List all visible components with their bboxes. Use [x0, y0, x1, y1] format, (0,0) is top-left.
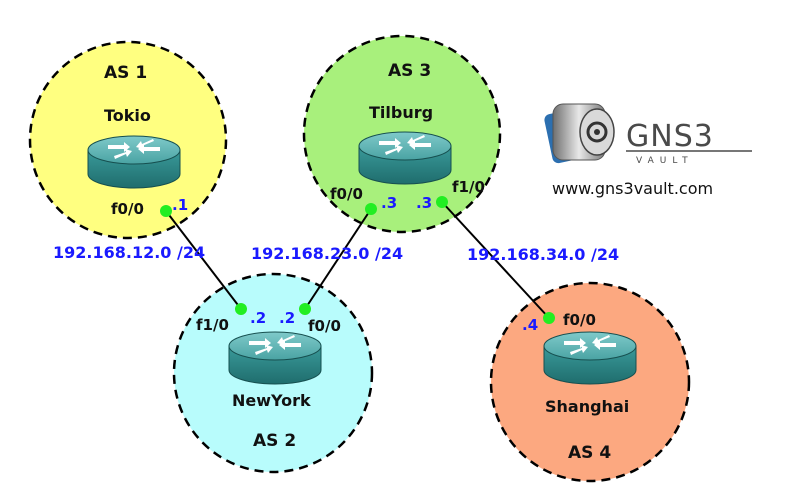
newyork-f10-label: f1/0: [196, 316, 229, 334]
router-tokio-name: Tokio: [104, 106, 151, 125]
shanghai-ip-label: .4: [522, 316, 538, 334]
endpoint-tilburg-f00[interactable]: [365, 203, 377, 215]
vault-url[interactable]: www.gns3vault.com: [552, 179, 713, 198]
tokio-f00-label: f0/0: [111, 200, 144, 218]
tilburg-f10-label: f1/0: [452, 178, 485, 196]
logo-subtitle: VAULT: [636, 156, 694, 166]
router-shanghai-name: Shanghai: [545, 397, 629, 416]
link-tilburg-shanghai: [441, 201, 550, 319]
router-newyork-name: NewYork: [232, 391, 311, 410]
endpoint-tokio-f00[interactable]: [160, 205, 172, 217]
tilburg-f10-ip-label: .3: [416, 194, 432, 212]
router-shanghai-icon[interactable]: [543, 331, 637, 385]
as4-label: AS 4: [568, 443, 611, 463]
shanghai-f00-label: f0/0: [563, 311, 596, 329]
tilburg-f00-ip-label: .3: [381, 194, 397, 212]
router-tokio-icon[interactable]: [87, 135, 181, 189]
newyork-f00-ip-label: .2: [279, 309, 295, 327]
network-34-label: 192.168.34.0 /24: [467, 245, 619, 264]
endpoint-shanghai-f00[interactable]: [543, 312, 555, 324]
gns3vault-logo: GNS3 VAULT: [544, 103, 752, 166]
newyork-f10-ip-label: .2: [250, 309, 266, 327]
endpoint-newyork-f00[interactable]: [299, 303, 311, 315]
endpoint-newyork-f10[interactable]: [235, 303, 247, 315]
logo-title: GNS3: [626, 119, 714, 154]
link-tokio-newyork: [165, 210, 242, 310]
as2-label: AS 2: [253, 431, 296, 451]
router-tilburg-name: Tilburg: [369, 103, 433, 122]
network-23-label: 192.168.23.0 /24: [251, 244, 403, 263]
tokio-ip-label: .1: [172, 196, 188, 214]
endpoint-tilburg-f10[interactable]: [436, 196, 448, 208]
network-12-label: 192.168.12.0 /24: [53, 243, 205, 262]
router-tilburg-icon[interactable]: [358, 131, 452, 185]
tilburg-f00-label: f0/0: [330, 185, 363, 203]
as1-label: AS 1: [104, 63, 147, 83]
newyork-f00-label: f0/0: [308, 317, 341, 335]
link-tilburg-newyork: [304, 208, 372, 310]
vault-drum-icon: [544, 103, 615, 164]
router-newyork-icon[interactable]: [228, 331, 322, 385]
as3-label: AS 3: [388, 61, 431, 81]
